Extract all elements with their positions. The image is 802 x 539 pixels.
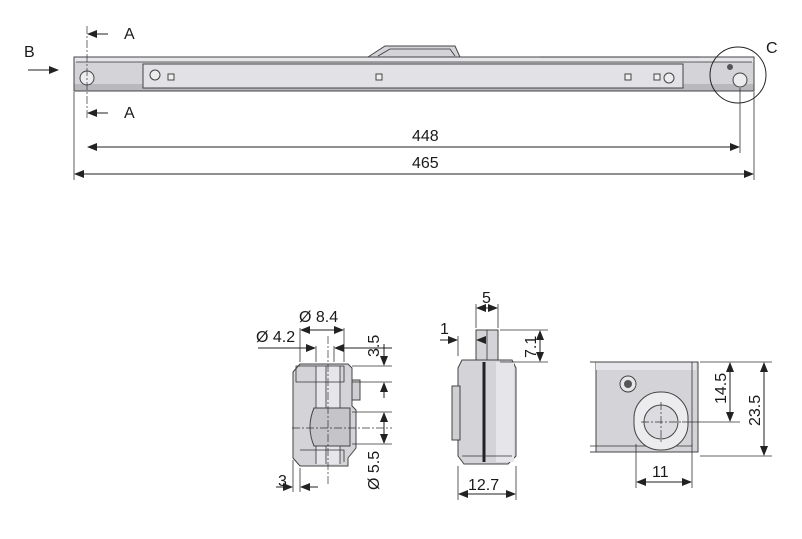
dim-total-height: 23.5 [747,395,764,426]
detail-label-c: C [766,40,778,57]
dim-small-hole: Ø 4.2 [256,329,295,346]
dim-large-hole: Ø 8.4 [299,309,338,326]
view-arrow-b: B [24,44,59,74]
right-pivot-hole [732,72,748,88]
dim-center-offset: 11 [652,464,669,481]
side-view-dimensions: Ø 8.4 Ø 4.2 3.5 Ø 5.5 3 [256,309,392,492]
length-dimensions: 448 465 [73,88,755,180]
dim-edge: 3 [278,473,287,490]
section-label-bottom: A [124,105,135,122]
dim-pin-width: 5 [482,290,491,307]
detail-view-c [590,361,699,453]
section-label-top: A [124,26,135,43]
dim-lower-hole: Ø 5.5 [366,451,383,490]
dim-pin-height: 7.1 [523,336,540,358]
side-view-b [292,336,392,486]
section-line-a: A A [86,26,135,122]
section-view-dimensions: 5 1 7.1 12.7 [440,290,548,500]
view-label-b: B [24,44,35,61]
detail-callout-c: C [709,40,778,104]
dim-inner: 448 [412,128,439,145]
rail-handle [366,45,461,58]
dim-overall: 465 [412,155,439,172]
dim-step: 1 [440,321,449,338]
dim-top-offset: 3.5 [366,335,383,357]
section-view-a [451,329,517,465]
dim-body-width: 12.7 [468,477,499,494]
rail-inner-plate [142,63,684,89]
dim-center-height: 14.5 [713,373,730,404]
detail-view-dimensions: 14.5 23.5 11 [635,361,772,488]
rail-top-view [73,45,755,92]
